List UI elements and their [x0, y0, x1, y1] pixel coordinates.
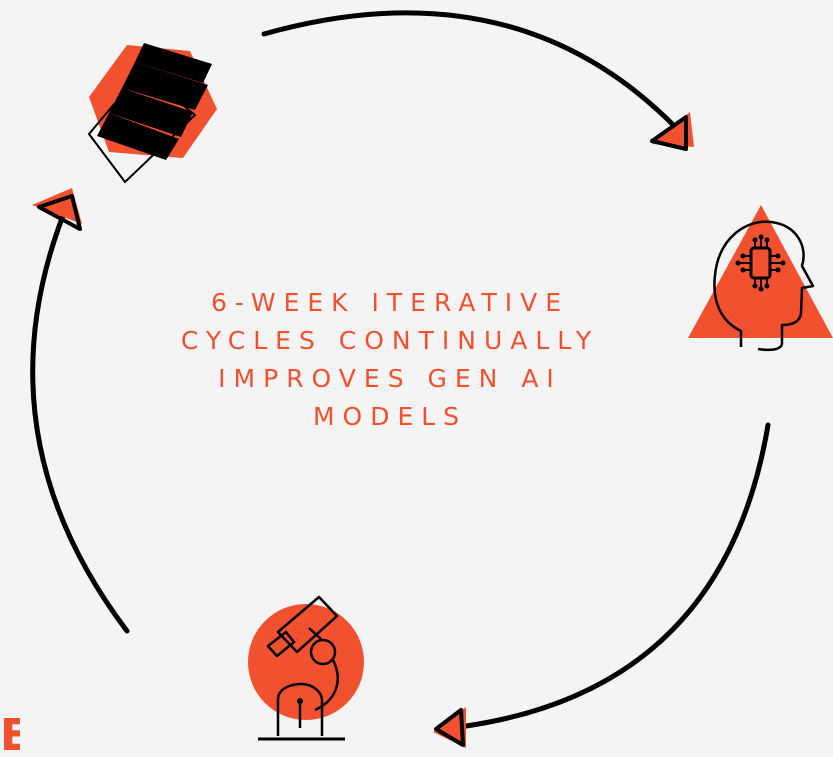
- corner-text-fragment: E: [0, 714, 20, 757]
- arrowhead-top: [650, 112, 694, 151]
- cycle-arrow-left: [30, 200, 130, 634]
- cycle-title: 6-WEEK ITERATIVE CYCLES CONTINUALLY IMPR…: [180, 288, 600, 431]
- cycle-arrow-right: [463, 422, 771, 729]
- toolbox-icon: [87, 43, 217, 184]
- cycle-arrow-top: [261, 10, 686, 138]
- arrowhead-bottom: [433, 707, 466, 748]
- microscope-icon: [248, 595, 364, 741]
- arrowhead-left: [32, 188, 82, 231]
- ai-brain-head-icon: [688, 205, 833, 352]
